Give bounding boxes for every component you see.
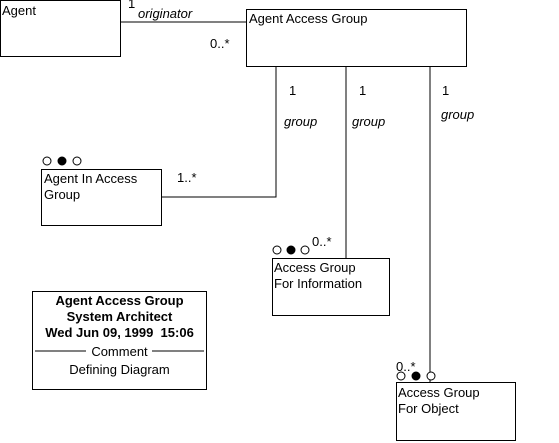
class-agent-access-group-name: Agent Access Group bbox=[249, 11, 368, 26]
agent-in-group-association-line bbox=[162, 67, 277, 198]
info-group-bottom-multiplicity: 0..* bbox=[312, 234, 332, 249]
originator-agent-multiplicity: 1 bbox=[128, 0, 135, 11]
access-group-info-open-dot-icon bbox=[300, 245, 310, 255]
class-agent-in-access-group-name-line2: Group bbox=[44, 187, 80, 202]
class-agent[interactable]: Agent bbox=[0, 0, 121, 57]
object-group-bottom-multiplicity: 0..* bbox=[396, 359, 416, 374]
comment-section-label: Comment bbox=[91, 344, 148, 359]
diagram-comment: Defining Diagram bbox=[69, 362, 169, 377]
class-agent-name: Agent bbox=[2, 3, 36, 18]
diagram-info-frame bbox=[32, 291, 207, 390]
access-group-object-filled-dot-icon bbox=[411, 371, 421, 381]
class-agent-access-group-box bbox=[246, 9, 467, 67]
diagram-title: Agent Access Group bbox=[55, 293, 183, 308]
class-access-group-object-name-line2: For Object bbox=[398, 401, 459, 416]
originator-group-multiplicity: 0..* bbox=[210, 36, 230, 51]
diagram-author: System Architect bbox=[67, 309, 173, 324]
agent-in-group-open-dot-icon bbox=[72, 156, 82, 166]
diagram-date: Wed Jun 09, 1999 15:06 bbox=[45, 325, 194, 340]
class-access-group-for-information[interactable]: Access Group For Information bbox=[272, 245, 390, 316]
class-access-group-for-object[interactable]: Access Group For Object bbox=[396, 371, 516, 441]
class-agent-in-access-group-name-line1: Agent In Access bbox=[44, 171, 138, 186]
access-group-info-open-dot-icon bbox=[272, 245, 282, 255]
access-group-object-open-dot-icon bbox=[426, 371, 436, 381]
diagram-info-box: Agent Access Group System Architect Wed … bbox=[32, 291, 207, 390]
class-access-group-object-box bbox=[396, 382, 516, 441]
object-group-role-label: group bbox=[441, 107, 474, 122]
info-group-top-multiplicity: 1 bbox=[359, 83, 366, 98]
agent-in-group-role-label: group bbox=[284, 114, 317, 129]
originator-role-label: originator bbox=[138, 6, 193, 21]
access-group-info-filled-dot-icon bbox=[286, 245, 296, 255]
class-agent-box bbox=[0, 0, 121, 57]
access-group-object-open-dot-icon bbox=[396, 371, 406, 381]
class-access-group-info-name-line2: For Information bbox=[274, 276, 362, 291]
class-access-group-info-name-line1: Access Group bbox=[274, 260, 356, 275]
agent-in-group-filled-dot-icon bbox=[57, 156, 67, 166]
agent-in-group-bottom-multiplicity: 1..* bbox=[177, 170, 197, 185]
agent-in-group-top-multiplicity: 1 bbox=[289, 83, 296, 98]
agent-in-group-open-dot-icon bbox=[42, 156, 52, 166]
object-group-top-multiplicity: 1 bbox=[442, 83, 449, 98]
info-group-role-label: group bbox=[352, 114, 385, 129]
class-agent-in-access-group-box bbox=[41, 169, 162, 226]
class-agent-in-access-group[interactable]: Agent In Access Group bbox=[41, 156, 162, 226]
class-access-group-object-name-line1: Access Group bbox=[398, 385, 480, 400]
class-agent-access-group[interactable]: Agent Access Group bbox=[246, 9, 467, 67]
class-access-group-info-box bbox=[272, 258, 390, 316]
